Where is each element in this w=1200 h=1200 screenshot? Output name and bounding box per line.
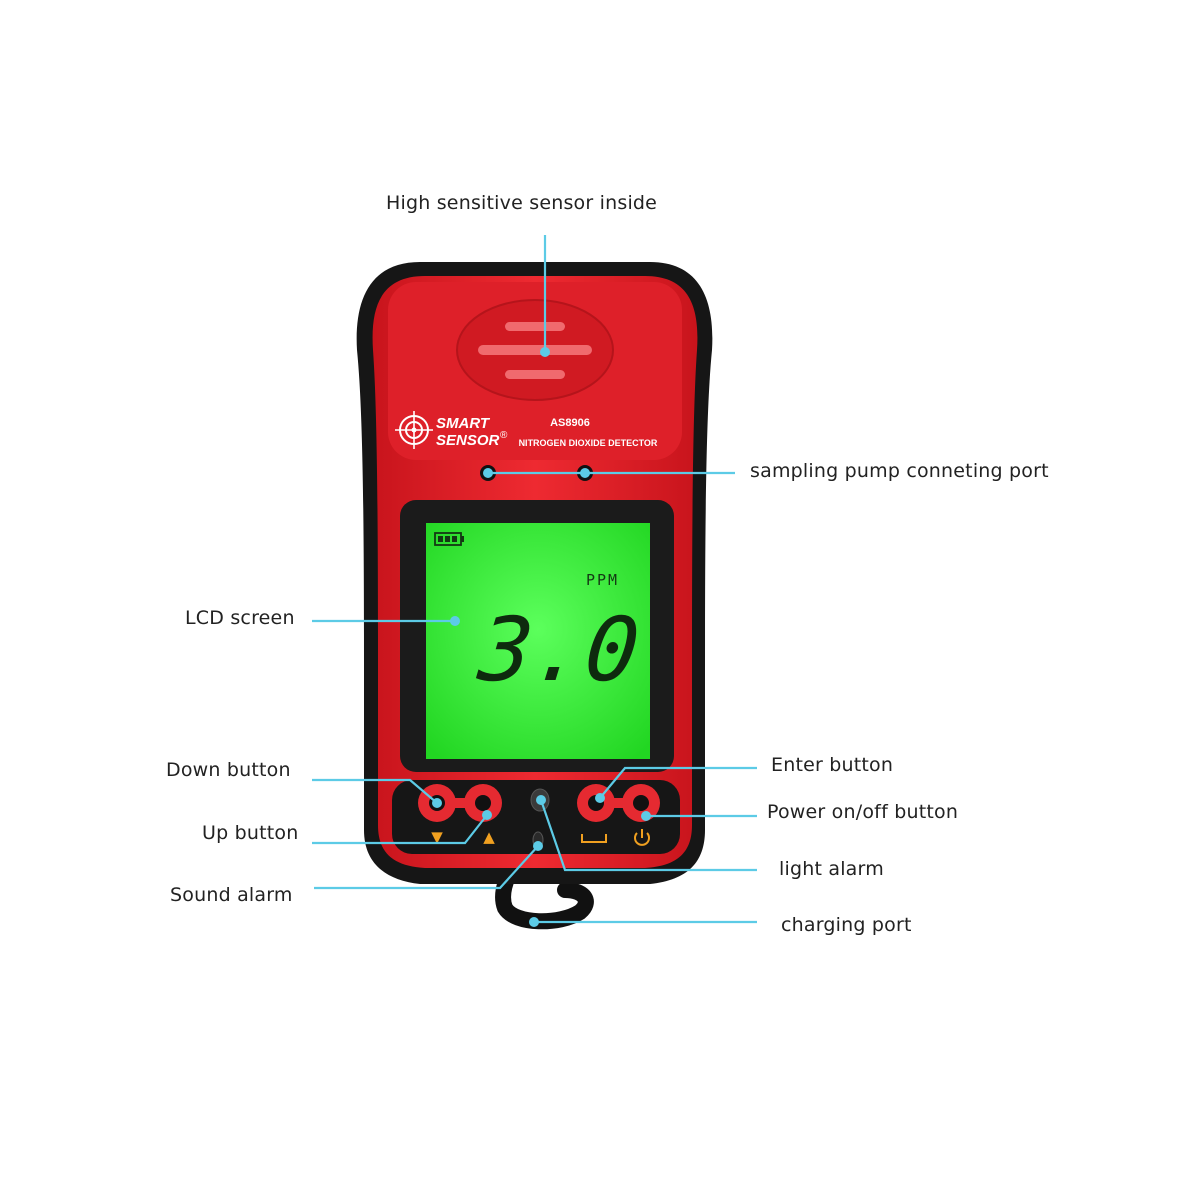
model-number: AS8906 [550, 417, 590, 429]
enter-button[interactable] [577, 784, 615, 822]
lcd-screen [426, 523, 650, 759]
callout-light: light alarm [779, 858, 884, 880]
callout-charging: charging port [781, 914, 912, 936]
sensor-grill [456, 299, 614, 401]
power-button[interactable] [622, 784, 660, 822]
leader-dots [432, 347, 651, 927]
lcd-reading: 3.0 [473, 598, 644, 701]
lcd-unit: PPM [586, 571, 619, 589]
leader-sound [314, 845, 539, 890]
enter-icon [581, 834, 607, 843]
callout-up: Up button [202, 822, 299, 844]
callout-sound: Sound alarm [170, 884, 293, 906]
product-name: NITROGEN DIOXIDE DETECTOR [519, 438, 658, 448]
callout-lcd: LCD screen [185, 607, 295, 629]
brand-line1: SMART [436, 415, 491, 432]
down-arrow-icon: ▼ [431, 828, 443, 846]
leader-down [312, 778, 438, 804]
callout-enter: Enter button [771, 754, 894, 776]
leader-lines [312, 235, 757, 924]
leader-enter [599, 766, 757, 799]
power-icon [634, 829, 650, 846]
registered-mark: ® [500, 430, 508, 441]
brand-line2: SENSOR [436, 432, 500, 449]
callout-down: Down button [166, 759, 291, 781]
up-button[interactable] [464, 784, 502, 822]
brand-logo-icon [395, 411, 433, 449]
callout-pump-port: sampling pump conneting port [750, 460, 1049, 482]
callout-power: Power on/off button [767, 801, 959, 823]
up-arrow-icon: ▲ [483, 828, 495, 846]
leader-light [539, 799, 757, 872]
battery-icon [434, 532, 464, 546]
leader-up [312, 814, 488, 845]
callout-sensor: High sensitive sensor inside [386, 192, 658, 214]
